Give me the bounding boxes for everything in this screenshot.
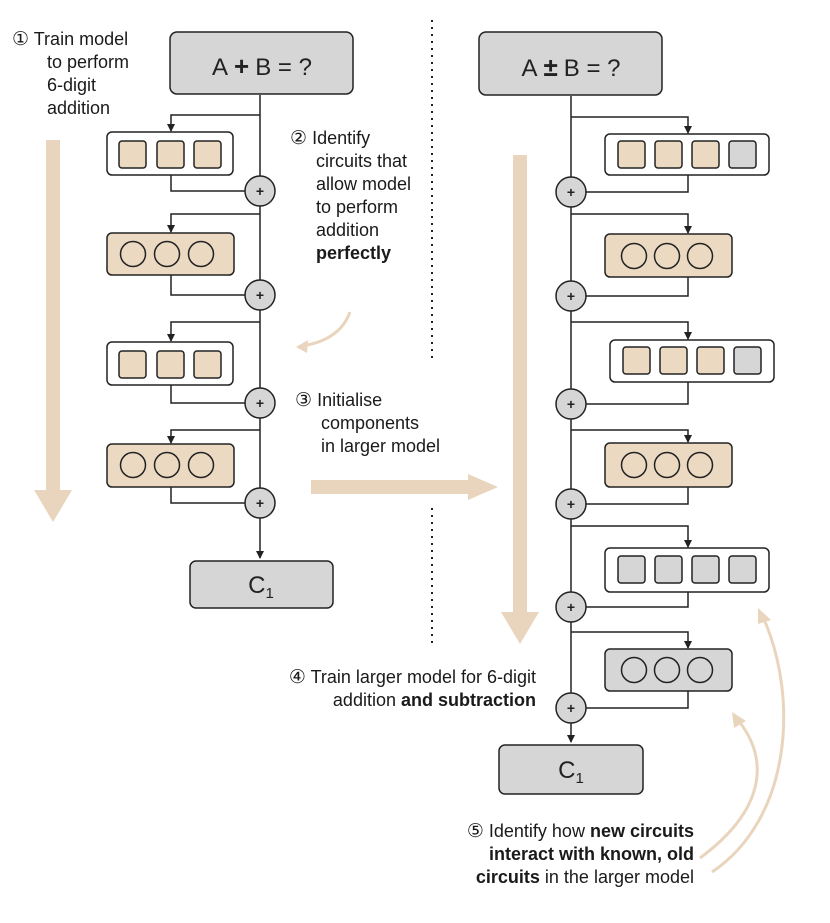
left-add-node-3: + (244, 387, 276, 419)
step5-line1-bold: new circuits (589, 821, 694, 841)
step3-line1: Initialise (317, 390, 383, 410)
step1-line1: Train model (33, 29, 129, 49)
step3-annotation: ③ Initialise components in larger model (295, 389, 440, 458)
add-symbol: + (256, 183, 264, 199)
step1-line4: addition (47, 98, 111, 118)
right-attention-layer-2 (604, 442, 733, 488)
left-operator: + (234, 51, 249, 81)
left-attention-layer-2 (106, 443, 235, 488)
left-input-rest: B = ? (255, 54, 312, 81)
right-add-node-1: + (555, 176, 587, 208)
right-operator: ± (544, 52, 558, 82)
left-mlp-layer-1 (106, 131, 234, 176)
right-mlp-layer-1 (604, 133, 770, 176)
left-add-node-4: + (244, 487, 276, 519)
add-symbol: + (567, 599, 575, 615)
step3-line3: in larger model (321, 436, 441, 456)
step5-line1-plain: Identify how (488, 821, 590, 841)
add-symbol: + (567, 288, 575, 304)
right-add-node-5: + (555, 591, 587, 623)
left-input-a: A (212, 54, 228, 81)
left-model (167, 95, 264, 559)
new-circuit-curve-arrow-outer (711, 608, 786, 874)
step5-annotation: ⑤ Identify how new circuits interact wit… (360, 820, 694, 889)
add-symbol: + (567, 396, 575, 412)
step2-line5: addition (316, 220, 380, 240)
step1-line3: 6-digit (47, 75, 97, 95)
right-model (567, 96, 692, 743)
step3-line2: components (321, 413, 420, 433)
left-add-node-1: + (244, 175, 276, 207)
step1-line2: to perform (47, 52, 130, 72)
right-add-node-3: + (555, 388, 587, 420)
step1-number: ① (12, 28, 30, 50)
add-symbol: + (567, 700, 575, 716)
step2-line1: Identify (312, 128, 371, 148)
step2-annotation: ② Identify circuits that allow model to … (290, 127, 411, 265)
right-attention-layer-3-new (604, 648, 733, 692)
step5-line3-bold: circuits (475, 867, 540, 887)
left-attention-layer-1 (106, 232, 235, 276)
right-input-rest: B = ? (564, 55, 621, 82)
add-symbol: + (567, 184, 575, 200)
identify-curve-arrow (296, 311, 352, 353)
training-progress-arrow-left (34, 140, 72, 522)
step4-line2-bold: and subtraction (400, 690, 536, 710)
right-input-a: A (521, 55, 537, 82)
initialise-transfer-arrow (311, 474, 498, 500)
left-output-label: C1 (248, 572, 274, 602)
right-input-expression: A ±B = ? (521, 52, 620, 82)
add-symbol: + (567, 496, 575, 512)
step2-line4: to perform (316, 197, 399, 217)
step3-number: ③ (295, 389, 313, 411)
step2-number: ② (290, 127, 308, 149)
right-add-node-6: + (555, 692, 587, 724)
step2-line2: circuits that (316, 151, 408, 171)
add-symbol: + (256, 395, 264, 411)
step4-line1: Train larger model for 6-digit (310, 667, 536, 687)
left-mlp-layer-2 (106, 341, 234, 386)
right-add-node-4: + (555, 488, 587, 520)
right-mlp-layer-2 (609, 339, 775, 383)
step1-annotation: ① Train model to perform 6-digit additio… (12, 28, 129, 120)
right-output-box (498, 744, 644, 795)
right-output-label: C1 (558, 757, 584, 787)
right-input-box (478, 31, 663, 96)
step2-line6-bold: perfectly (316, 243, 392, 263)
step4-line2-plain: addition (332, 690, 401, 710)
step4-number: ④ (288, 666, 306, 688)
add-symbol: + (256, 287, 264, 303)
step2-line3: allow model (316, 174, 412, 194)
right-attention-layer-1 (604, 233, 733, 278)
step5-line3-plain: in the larger model (539, 867, 694, 887)
step4-annotation: ④ Train larger model for 6-digit additio… (200, 666, 536, 712)
left-output-box (189, 560, 334, 609)
step5-number: ⑤ (466, 820, 484, 842)
left-input-expression: A+B = ? (212, 51, 312, 81)
right-mlp-layer-3-new (604, 547, 770, 593)
training-progress-arrow-right (501, 155, 539, 644)
left-add-node-2: + (244, 279, 276, 311)
step5-line2-bold: interact with known, old (488, 844, 694, 864)
new-circuit-curve-arrow-inner (699, 712, 759, 860)
add-symbol: + (256, 495, 264, 511)
left-input-box (169, 31, 354, 95)
right-add-node-2: + (555, 280, 587, 312)
